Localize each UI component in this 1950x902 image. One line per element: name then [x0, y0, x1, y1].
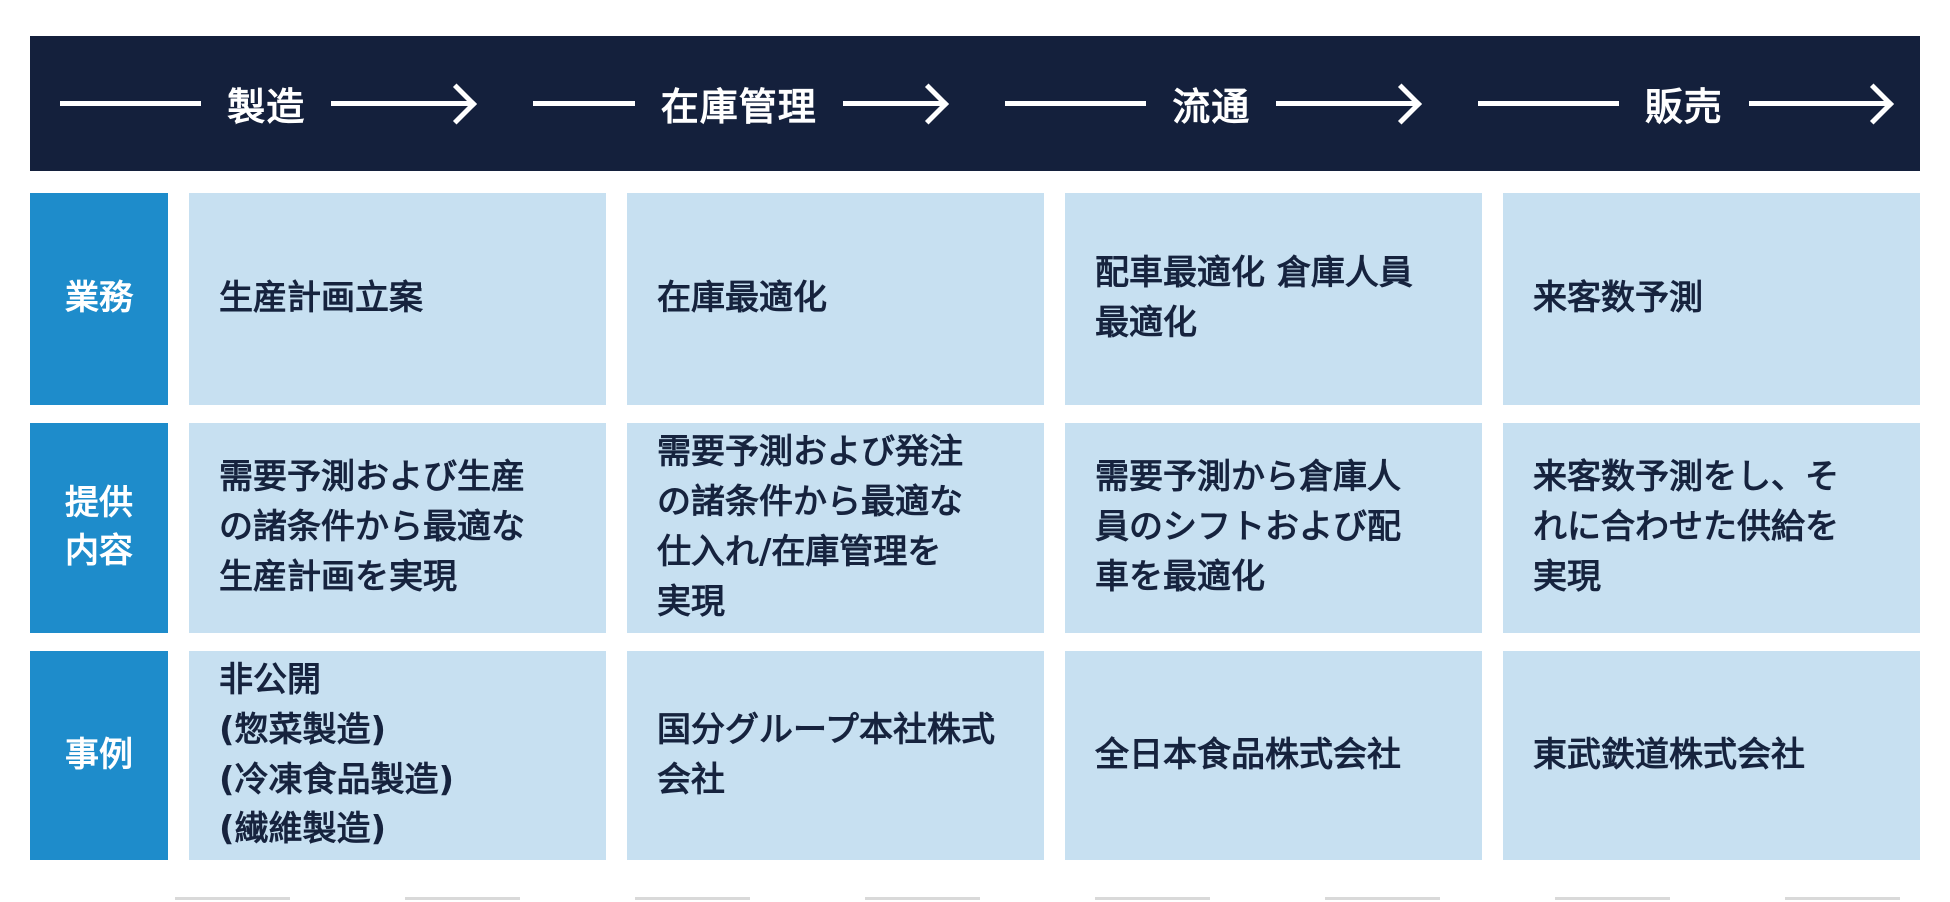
row-label-cases: 事例	[30, 651, 168, 860]
flow-line	[60, 101, 202, 106]
cell-cases-distribution: 全日本食品株式会社	[1065, 651, 1482, 860]
phase-label-distribution: 流通	[1172, 85, 1251, 129]
phase-manufacturing: 製造	[30, 36, 503, 171]
phase-label-manufacturing: 製造	[227, 85, 306, 129]
flow-line	[532, 101, 635, 106]
process-flow-header: 製造 在庫管理 流通 販売	[30, 36, 1920, 171]
cell-operations-distribution: 配車最適化 倉庫人員 最適化	[1065, 193, 1482, 405]
cell-cases-sales: 東武鉄道株式会社	[1503, 651, 1920, 860]
cell-operations-manufacturing: 生産計画立案	[189, 193, 606, 405]
cell-offering-sales: 来客数予測をし、そ れに合わせた供給を 実現	[1503, 423, 1920, 633]
phase-distribution: 流通	[975, 36, 1448, 171]
phase-sales: 販売	[1448, 36, 1921, 171]
arrow-right-icon	[842, 101, 946, 106]
matrix-grid: 業務 生産計画立案 在庫最適化 配車最適化 倉庫人員 最適化 来客数予測 提供 …	[30, 193, 1920, 860]
cell-cases-manufacturing: 非公開 (惣菜製造) (冷凍食品製造) (繊維製造)	[189, 651, 606, 860]
phase-label-sales: 販売	[1644, 85, 1723, 129]
cell-operations-sales: 来客数予測	[1503, 193, 1920, 405]
phase-label-inventory: 在庫管理	[660, 85, 817, 129]
row-label-operations: 業務	[30, 193, 168, 405]
arrow-right-icon	[331, 101, 473, 106]
cell-offering-distribution: 需要予測から倉庫人 員のシフトおよび配 車を最適化	[1065, 423, 1482, 633]
cell-operations-inventory: 在庫最適化	[627, 193, 1044, 405]
cropped-next-row-artifact	[175, 897, 1920, 900]
arrow-right-icon	[1748, 101, 1891, 106]
flow-line	[1477, 101, 1619, 106]
phase-inventory: 在庫管理	[503, 36, 976, 171]
arrow-right-icon	[1276, 101, 1418, 106]
cell-cases-inventory: 国分グループ本社株式 会社	[627, 651, 1044, 860]
flow-line	[1005, 101, 1147, 106]
cell-offering-inventory: 需要予測および発注 の諸条件から最適な 仕入れ/在庫管理を 実現	[627, 423, 1044, 633]
row-label-offering: 提供 内容	[30, 423, 168, 633]
cell-offering-manufacturing: 需要予測および生産 の諸条件から最適な 生産計画を実現	[189, 423, 606, 633]
